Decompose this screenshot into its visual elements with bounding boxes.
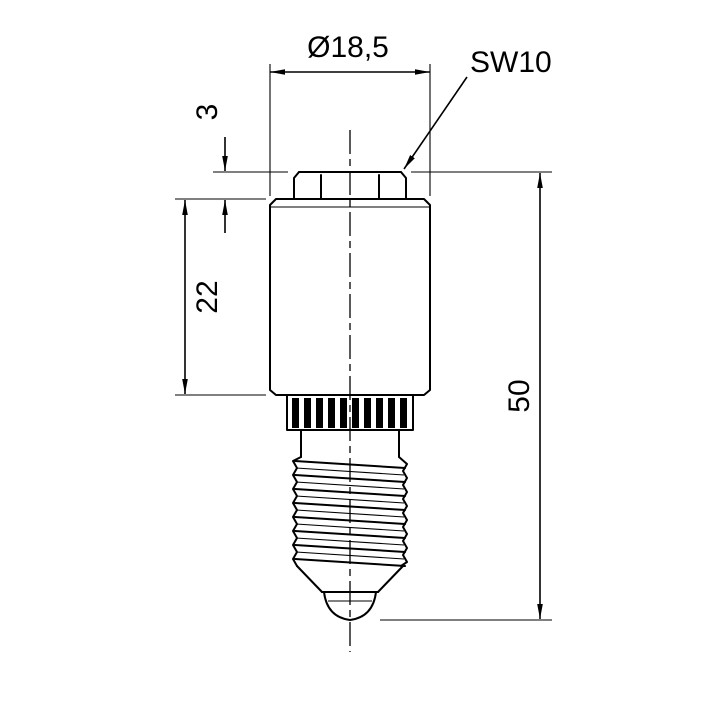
cap-height-label: 3 [191,104,224,121]
dimension-diameter: Ø18,5 [269,31,431,196]
contact-tip-outline [296,565,404,621]
dimension-cap-height: 3 [191,104,288,233]
hex-cap-outline [293,171,407,200]
overall-height-label: 50 [503,379,536,412]
thread-section [292,456,408,567]
rib-section [286,394,414,431]
body-height-label: 22 [191,280,224,313]
dimension-overall-height: 50 [380,171,552,621]
wrench-size-label: SW10 [470,46,552,79]
lamp-body-outline [269,198,431,396]
neck-outline [300,429,400,458]
leader-wrench-size: SW10 [403,46,552,170]
diameter-label: Ø18,5 [307,31,389,64]
dimension-body-height: 22 [175,198,266,396]
